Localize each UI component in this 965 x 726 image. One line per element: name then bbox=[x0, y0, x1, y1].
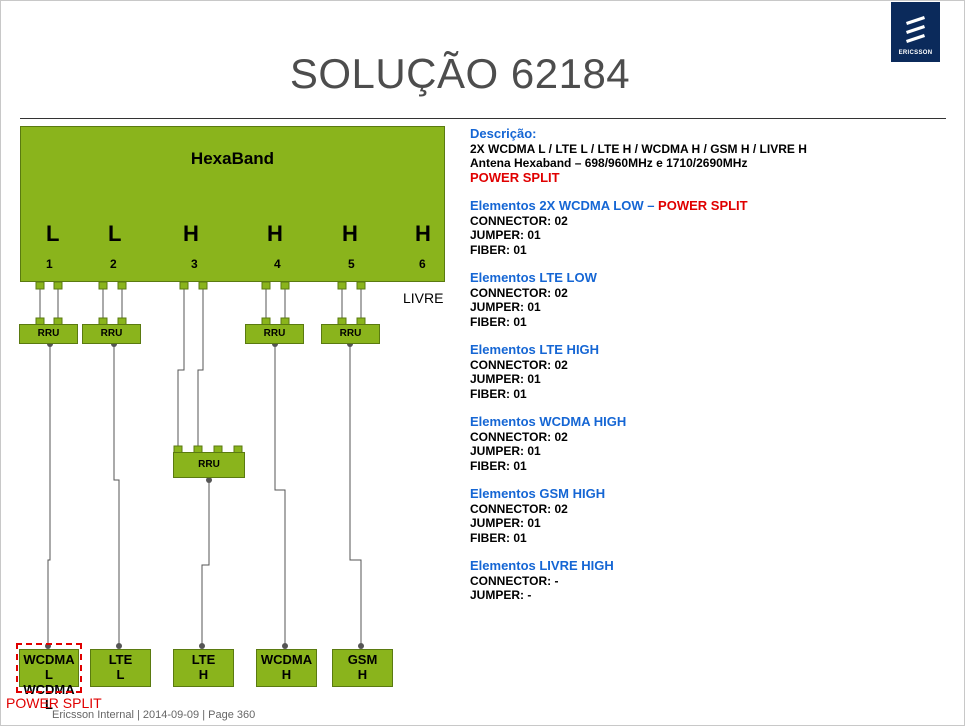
rru-5: RRU bbox=[321, 324, 380, 344]
rru-4: RRU bbox=[245, 324, 304, 344]
ericsson-logo-icon bbox=[906, 16, 925, 43]
rru-3: RRU bbox=[173, 452, 245, 478]
port-number-6: 6 bbox=[419, 257, 426, 271]
elements-heading: Elementos LTE HIGH bbox=[470, 342, 600, 357]
port-number-4: 4 bbox=[274, 257, 281, 271]
end-box-lte-h: LTE H bbox=[173, 649, 234, 687]
connector-count: CONNECTOR: 02 bbox=[470, 357, 568, 372]
connector-count: CONNECTOR: 02 bbox=[470, 429, 568, 444]
fiber-count: FIBER: 01 bbox=[470, 242, 527, 257]
description-heading: Descrição: bbox=[470, 126, 537, 141]
end-box-lte-l: LTE L bbox=[90, 649, 151, 687]
ericsson-logo: ERICSSON bbox=[891, 2, 940, 62]
band-label-1: L bbox=[46, 221, 60, 246]
elements-block: Elementos LTE HIGH CONNECTOR: 02 JUMPER:… bbox=[470, 342, 600, 401]
rru-2: RRU bbox=[82, 324, 141, 344]
connector-count: CONNECTOR: - bbox=[470, 573, 559, 588]
jumper-count: JUMPER: 01 bbox=[470, 516, 541, 530]
description-line: 2X WCDMA L / LTE L / LTE H / WCDMA H / G… bbox=[470, 141, 807, 156]
end-box-gsm-h: GSM H bbox=[332, 649, 393, 687]
rru-1: RRU bbox=[19, 324, 78, 344]
power-split-label: POWER SPLIT bbox=[6, 695, 102, 711]
description-power-split: POWER SPLIT bbox=[470, 169, 560, 185]
elements-heading: Elementos WCDMA HIGH bbox=[470, 414, 627, 429]
end-box-wcdma-h: WCDMA H bbox=[256, 649, 317, 687]
connector-count: CONNECTOR: 02 bbox=[470, 285, 568, 300]
end-box-wcdma-l: WCDMA L WCDMA L bbox=[19, 649, 79, 712]
port-number-2: 2 bbox=[110, 257, 117, 271]
elements-heading-text: Elementos 2X WCDMA LOW – bbox=[470, 198, 659, 213]
end-box-line1: LTE bbox=[191, 652, 216, 667]
livre-label: LIVRE bbox=[403, 290, 444, 306]
port-number-3: 3 bbox=[191, 257, 198, 271]
page-title: SOLUÇÃO 62184 bbox=[289, 50, 631, 97]
antenna-name: HexaBand bbox=[190, 149, 275, 168]
power-split-outline bbox=[16, 643, 82, 693]
end-box-line1: LTE bbox=[108, 652, 133, 667]
band-label-5: H bbox=[342, 221, 358, 246]
connector-count: CONNECTOR: 02 bbox=[470, 213, 568, 228]
end-box-line2: H bbox=[281, 667, 292, 682]
jumper-count: JUMPER: 01 bbox=[470, 444, 541, 458]
band-label-4: H bbox=[267, 221, 283, 246]
elements-heading: Elementos GSM HIGH bbox=[470, 486, 606, 501]
elements-block: Elementos GSM HIGH CONNECTOR: 02 JUMPER:… bbox=[470, 486, 606, 545]
description-block: Descrição: 2X WCDMA L / LTE L / LTE H / … bbox=[470, 126, 807, 185]
end-box-line2: H bbox=[198, 667, 209, 682]
elements-block: Elementos LTE LOW CONNECTOR: 02 JUMPER: … bbox=[470, 270, 597, 329]
end-box-line1: GSM bbox=[347, 652, 378, 667]
jumper-count: JUMPER: 01 bbox=[470, 300, 541, 314]
elements-heading: Elementos LTE LOW bbox=[470, 270, 597, 285]
description-line: Antena Hexaband – 698/960MHz e 1710/2690… bbox=[470, 156, 748, 170]
fiber-count: FIBER: 01 bbox=[470, 386, 527, 401]
elements-heading-red: POWER SPLIT bbox=[658, 198, 748, 213]
port-number-1: 1 bbox=[46, 257, 53, 271]
band-label-6: H bbox=[415, 221, 431, 246]
jumper-count: JUMPER: 01 bbox=[470, 372, 541, 386]
elements-heading: Elementos 2X WCDMA LOW – POWER SPLIT bbox=[470, 198, 748, 214]
fiber-count: FIBER: 01 bbox=[470, 530, 527, 545]
jumper-count: JUMPER: - bbox=[470, 588, 532, 602]
end-box-line2: H bbox=[357, 667, 368, 682]
band-label-3: H bbox=[183, 221, 199, 246]
elements-heading: Elementos LIVRE HIGH bbox=[470, 558, 614, 573]
elements-block: Elementos LIVRE HIGH CONNECTOR: - JUMPER… bbox=[470, 558, 614, 603]
logo-wordmark: ERICSSON bbox=[898, 50, 933, 56]
fiber-count: FIBER: 01 bbox=[470, 314, 527, 329]
end-box-line1: WCDMA L bbox=[23, 652, 75, 682]
footer-text: Ericsson Internal | 2014-09-09 | Page 36… bbox=[52, 709, 256, 721]
end-box-line2: WCDMA L bbox=[23, 682, 75, 712]
hexaband-antenna: HexaBand L L H H H H 1 2 3 4 5 6 bbox=[20, 126, 445, 282]
elements-block: Elementos WCDMA HIGH CONNECTOR: 02 JUMPE… bbox=[470, 414, 627, 473]
port-number-5: 5 bbox=[348, 257, 355, 271]
fiber-count: FIBER: 01 bbox=[470, 458, 527, 473]
end-box-line1: WCDMA bbox=[260, 652, 313, 667]
jumper-count: JUMPER: 01 bbox=[470, 228, 541, 242]
end-box-line2: L bbox=[116, 667, 125, 682]
connector-count: CONNECTOR: 02 bbox=[470, 501, 568, 516]
title-divider bbox=[20, 118, 946, 119]
elements-block: Elementos 2X WCDMA LOW – POWER SPLIT CON… bbox=[470, 198, 748, 257]
band-label-2: L bbox=[108, 221, 122, 246]
